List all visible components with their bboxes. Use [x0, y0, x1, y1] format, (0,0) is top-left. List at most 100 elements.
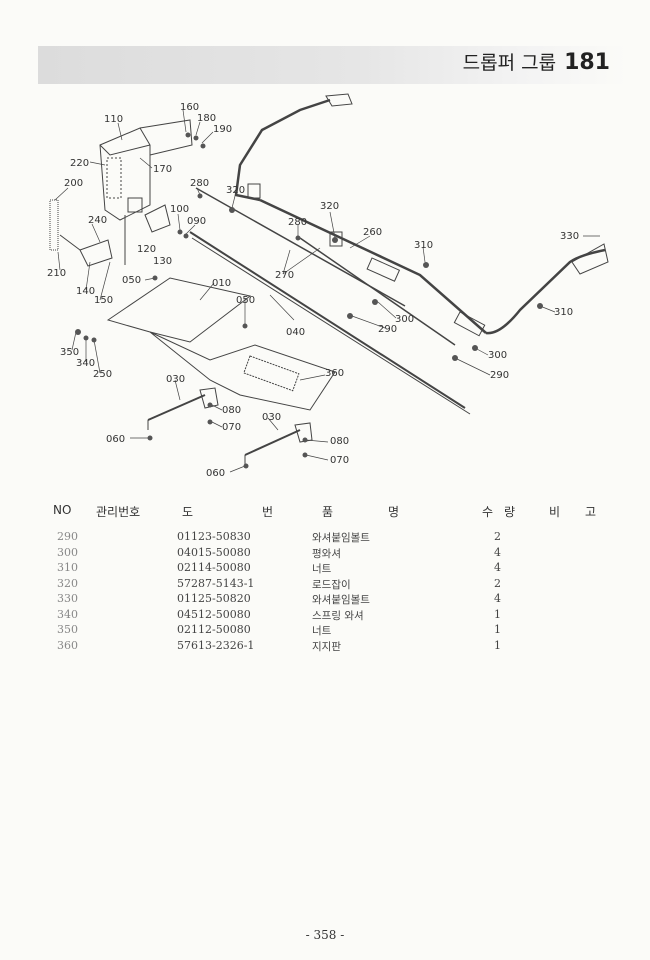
table-row: 290 01123-50830 와셔붙임볼트 2: [0, 530, 650, 546]
col-qty-2: 량: [504, 505, 516, 519]
callout: 030: [262, 412, 281, 423]
callout: 180: [197, 113, 216, 124]
callout: 210: [47, 268, 66, 279]
callout: 100: [170, 204, 189, 215]
callout: 060: [106, 434, 125, 445]
cell-drawing-no: 02112-50080: [177, 623, 251, 636]
col-name-2: 명: [388, 505, 400, 519]
cell-no: 350: [57, 623, 78, 636]
cell-qty: 4: [494, 545, 501, 559]
cell-drawing-no: 02114-50080: [177, 561, 251, 574]
callout: 350: [60, 347, 79, 358]
callout: 320: [226, 185, 245, 196]
callout: 260: [363, 227, 382, 238]
group-number: 181: [564, 50, 610, 75]
callout: 070: [222, 422, 241, 433]
cell-qty: 1: [494, 638, 501, 652]
cell-drawing-no: 01123-50830: [177, 530, 251, 543]
callout: 310: [554, 307, 573, 318]
callout: 140: [76, 286, 95, 297]
cell-drawing-no: 04015-50080: [177, 545, 251, 559]
cell-no: 360: [57, 638, 78, 652]
cell-qty: 1: [494, 623, 501, 636]
callout: 200: [64, 178, 83, 189]
callout: 040: [286, 327, 305, 338]
cell-no: 330: [57, 592, 78, 605]
cell-name: 와셔붙임볼트: [312, 532, 370, 544]
col-drawing-2: 번: [262, 505, 274, 519]
parts-table: 290 01123-50830 와셔붙임볼트 2 300 04015-50080…: [0, 530, 650, 654]
cell-no: 320: [57, 576, 78, 590]
cell-qty: 4: [494, 592, 501, 605]
callout: 050: [122, 275, 141, 286]
col-remark-1: 비: [549, 505, 561, 519]
callout: 070: [330, 455, 349, 466]
callout: 050: [236, 295, 255, 306]
callout: 280: [190, 178, 209, 189]
cell-qty: 4: [494, 561, 501, 574]
callout: 090: [187, 216, 206, 227]
callout: 220: [70, 158, 89, 169]
callout: 060: [206, 468, 225, 479]
callout: 300: [488, 350, 507, 361]
cell-name: 너트: [312, 625, 332, 637]
parts-diagram: 160 180 190 110 170 220 200 280 320 320 …: [0, 90, 650, 490]
callout: 330: [560, 231, 579, 242]
cell-qty: 1: [494, 607, 501, 621]
callout: 190: [213, 124, 232, 135]
col-remark-2: 고: [585, 505, 597, 519]
callout: 030: [166, 374, 185, 385]
cell-drawing-no: 04512-50080: [177, 607, 251, 621]
callout: 170: [153, 164, 172, 175]
callout: 310: [414, 240, 433, 251]
cell-name: 너트: [312, 563, 332, 575]
callout: 240: [88, 215, 107, 226]
callout: 080: [222, 405, 241, 416]
table-row: 310 02114-50080 너트 4: [0, 561, 650, 577]
callout: 120: [137, 244, 156, 255]
cell-no: 340: [57, 607, 78, 621]
callout: 360: [325, 368, 344, 379]
cell-drawing-no: 57613-2326-1: [177, 638, 255, 652]
callout: 080: [330, 436, 349, 447]
callout: 300: [395, 314, 414, 325]
cell-qty: 2: [494, 576, 501, 590]
cell-name: 로드잡이: [312, 578, 351, 591]
cell-drawing-no: 57287-5143-1: [177, 576, 255, 590]
callout: 290: [490, 370, 509, 381]
table-row: 320 57287-5143-1 로드잡이 2: [0, 577, 650, 593]
table-row: 330 01125-50820 와셔붙임볼트 4: [0, 592, 650, 608]
callout: 320: [320, 201, 339, 212]
callout: 280: [288, 217, 307, 228]
callout: 130: [153, 256, 172, 267]
cell-name: 와셔붙임볼트: [312, 594, 370, 606]
cell-name: 지지판: [312, 640, 341, 653]
cell-name: 스프링 와셔: [312, 609, 364, 622]
cell-drawing-no: 01125-50820: [177, 592, 251, 605]
callout: 340: [76, 358, 95, 369]
callout: 160: [180, 102, 199, 113]
col-mgmt: 관리번호: [96, 505, 141, 519]
cell-qty: 2: [494, 530, 501, 543]
callout: 010: [212, 278, 231, 289]
callout: 150: [94, 295, 113, 306]
table-row: 340 04512-50080 스프링 와셔 1: [0, 608, 650, 624]
cell-name: 평와셔: [312, 547, 341, 560]
callout: 290: [378, 324, 397, 335]
col-name-1: 품: [322, 505, 334, 519]
col-no: NO: [53, 503, 72, 517]
table-row: 360 57613-2326-1 지지판 1: [0, 639, 650, 655]
callout: 110: [104, 114, 123, 125]
callout: 270: [275, 270, 294, 281]
table-header: NO 관리번호 도 번 품 명 수 량 비 고: [0, 503, 650, 523]
cell-no: 300: [57, 545, 78, 559]
cell-no: 290: [57, 530, 78, 543]
table-row: 350 02112-50080 너트 1: [0, 623, 650, 639]
page-number: - 358 -: [305, 928, 345, 942]
table-row: 300 04015-50080 평와셔 4: [0, 546, 650, 562]
header-band: [38, 46, 628, 84]
cell-no: 310: [57, 561, 78, 574]
col-drawing-1: 도: [182, 505, 194, 519]
col-qty-1: 수: [482, 505, 494, 519]
